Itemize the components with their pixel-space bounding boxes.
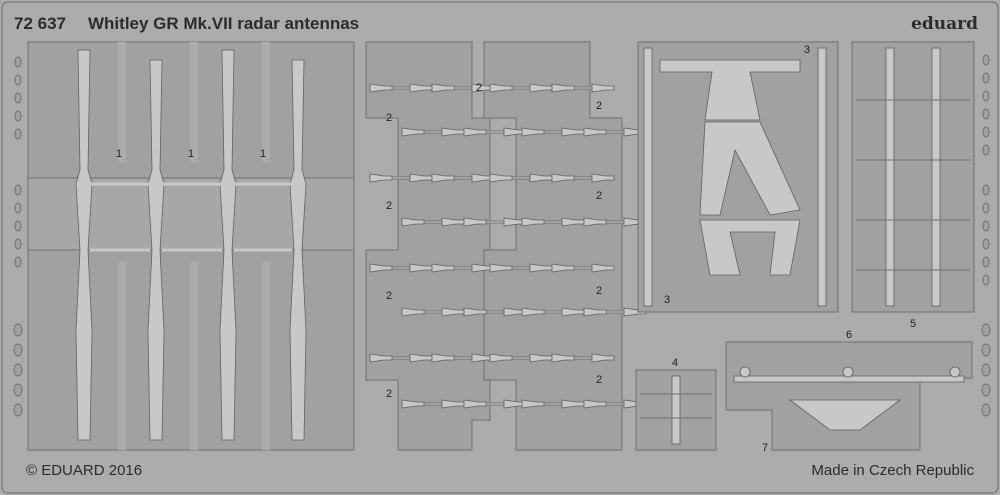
dipole-part — [583, 307, 647, 317]
dipole-part — [369, 173, 433, 183]
dipole-part — [521, 127, 585, 137]
part-number-2: 2 — [386, 388, 393, 400]
dipole-part — [431, 353, 495, 363]
part-group-5 — [851, 41, 975, 313]
part-number-2: 2 — [476, 82, 483, 94]
part-group-2 — [365, 41, 647, 451]
dipole-part — [463, 307, 527, 317]
part-number-2: 2 — [386, 200, 393, 212]
dipole-part — [551, 83, 615, 93]
part-number-3: 3 — [664, 294, 671, 306]
dipole-part — [489, 263, 553, 273]
part-number-1: 1 — [116, 148, 123, 160]
part-number-2: 2 — [596, 285, 603, 297]
kit-title: Whitley GR Mk.VII radar antennas — [88, 14, 360, 33]
part-number-5: 5 — [910, 318, 917, 330]
vent-holes-right — [981, 54, 991, 417]
dipole-part — [401, 307, 465, 317]
dipole-part — [551, 263, 615, 273]
dipole-part — [369, 263, 433, 273]
dipole-part — [521, 399, 585, 409]
part-group-1 — [27, 41, 355, 451]
part-group-4 — [635, 369, 717, 451]
part-number-1: 1 — [260, 148, 267, 160]
part-number-2: 2 — [596, 190, 603, 202]
part-number-2: 2 — [596, 374, 603, 386]
dipole-part — [401, 127, 465, 137]
part-number-3: 3 — [804, 44, 811, 56]
part-group-6-7 — [725, 341, 973, 451]
dipole-part — [583, 399, 647, 409]
kit-code: 72 637 — [14, 14, 66, 33]
dipole-part — [551, 173, 615, 183]
dipole-part — [463, 399, 527, 409]
part-group-3 — [637, 41, 839, 313]
dipole-part — [431, 83, 495, 93]
dipole-part — [369, 83, 433, 93]
part-number-2: 2 — [386, 112, 393, 124]
part-number-4: 4 — [672, 357, 679, 369]
dipole-part — [369, 353, 433, 363]
dipole-part — [521, 217, 585, 227]
part-number-2: 2 — [596, 100, 603, 112]
part-number-2: 2 — [386, 290, 393, 302]
copyright-text: © EDUARD 2016 — [26, 462, 143, 479]
part-number-6: 6 — [846, 329, 853, 341]
brand-logo: eduard — [911, 14, 978, 34]
dipole-part — [489, 83, 553, 93]
part-number-7: 7 — [762, 442, 769, 454]
made-in-text: Made in Czech Republic — [811, 462, 974, 479]
vent-holes-left — [13, 56, 23, 417]
dipole-part — [463, 217, 527, 227]
part-number-1: 1 — [188, 148, 195, 160]
dipole-part — [551, 353, 615, 363]
dipole-part — [489, 353, 553, 363]
